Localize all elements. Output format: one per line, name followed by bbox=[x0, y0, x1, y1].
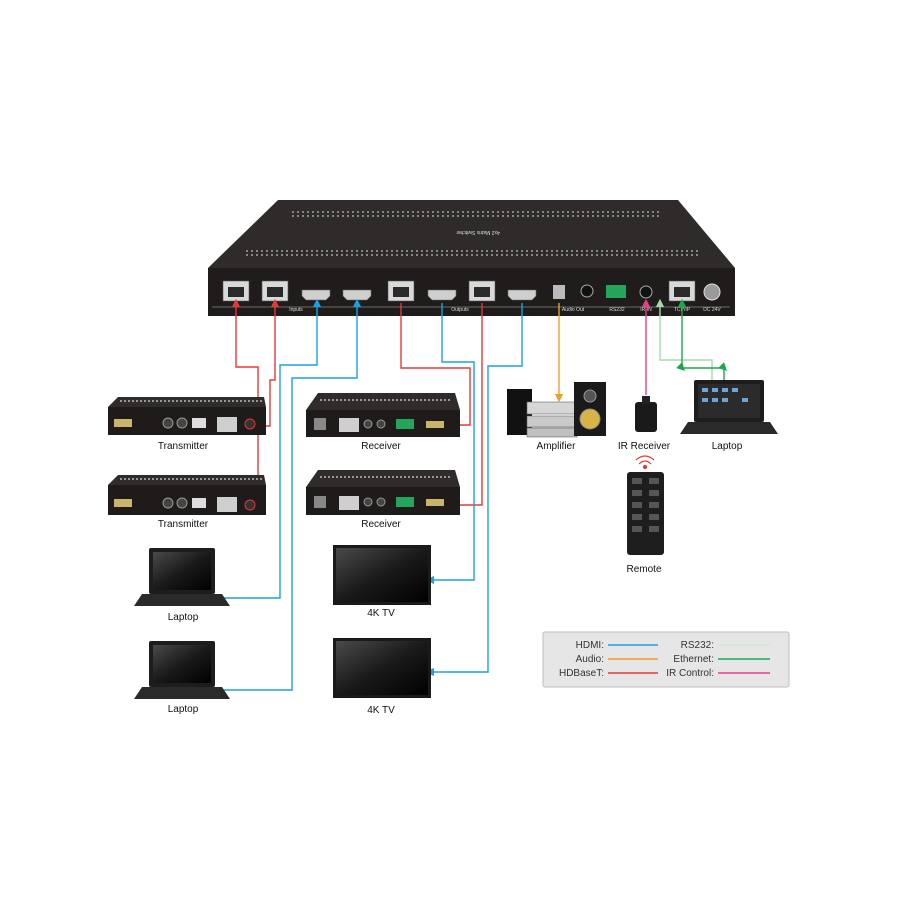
amplifier-label: Amplifier bbox=[537, 441, 577, 452]
legend-label: Ethernet: bbox=[673, 654, 714, 665]
matrix-switcher: 4x2 Matrix Switcher bbox=[208, 200, 735, 316]
input-hdmi-port-1 bbox=[301, 289, 331, 301]
remote-label: Remote bbox=[626, 564, 661, 575]
output-hdmi-port-2 bbox=[507, 289, 537, 301]
output-hdmi-port-1 bbox=[427, 289, 457, 301]
input-hdmi-port-2 bbox=[342, 289, 372, 301]
audio-out-label: Audio Out bbox=[562, 307, 585, 313]
remote: Remote bbox=[626, 455, 664, 575]
cable-hdmi-in-1 bbox=[218, 298, 322, 599]
amplifier: Amplifier bbox=[507, 382, 606, 452]
tv-2-label: 4K TV bbox=[367, 705, 395, 716]
audio-jack bbox=[580, 284, 594, 298]
switcher-top-text: 4x2 Matrix Switcher bbox=[456, 229, 500, 235]
tv-1-label: 4K TV bbox=[367, 608, 395, 619]
dc-label: DC 24V bbox=[703, 307, 721, 313]
dc-power-port bbox=[703, 283, 721, 301]
switcher-vents bbox=[246, 211, 700, 256]
audio-out-port bbox=[553, 285, 565, 299]
rs232-port bbox=[606, 285, 626, 298]
ir-receiver-label: IR Receiver bbox=[618, 441, 671, 452]
legend-label: RS232: bbox=[681, 640, 714, 651]
ir-signal-icon bbox=[635, 455, 655, 470]
laptop-control-label: Laptop bbox=[712, 441, 743, 452]
cable-hdmi-in-2 bbox=[218, 298, 362, 691]
laptop-2-label: Laptop bbox=[168, 704, 199, 715]
legend-label: Audio: bbox=[576, 654, 604, 665]
receiver-1: Receiver bbox=[306, 393, 460, 452]
legend-label: HDBaseT: bbox=[559, 668, 604, 679]
ir-in-port bbox=[639, 285, 653, 299]
tv-1: 4K TV bbox=[333, 545, 431, 619]
inputs-label: Inputs bbox=[289, 307, 303, 313]
laptop-1: Laptop bbox=[134, 548, 230, 623]
transmitter-2: Transmitter bbox=[108, 475, 266, 530]
legend: HDMI: Audio: HDBaseT: RS232: Ethernet: IR Con… bbox=[542, 631, 790, 688]
legend-label: IR Control: bbox=[666, 668, 714, 679]
cable-hdmi-out-1 bbox=[425, 303, 475, 585]
laptop-control: Laptop bbox=[680, 380, 778, 452]
cable-hdmi-out-2 bbox=[425, 303, 523, 677]
laptop-1-label: Laptop bbox=[168, 612, 199, 623]
tv-2: 4K TV bbox=[333, 638, 431, 716]
transmitter-1-label: Transmitter bbox=[158, 441, 209, 452]
outputs-label: Outputs bbox=[451, 307, 469, 313]
rs232-label: RS232 bbox=[609, 307, 625, 313]
receiver-2-label: Receiver bbox=[361, 519, 401, 530]
transmitter-2-label: Transmitter bbox=[158, 519, 209, 530]
receiver-2: Receiver bbox=[306, 470, 460, 530]
transmitter-1: Transmitter bbox=[108, 397, 266, 452]
cable-ethernet bbox=[676, 298, 727, 382]
receiver-1-label: Receiver bbox=[361, 441, 401, 452]
ir-receiver: IR Receiver bbox=[618, 396, 671, 452]
laptop-2: Laptop bbox=[134, 641, 230, 715]
legend-label: HDMI: bbox=[576, 640, 604, 651]
